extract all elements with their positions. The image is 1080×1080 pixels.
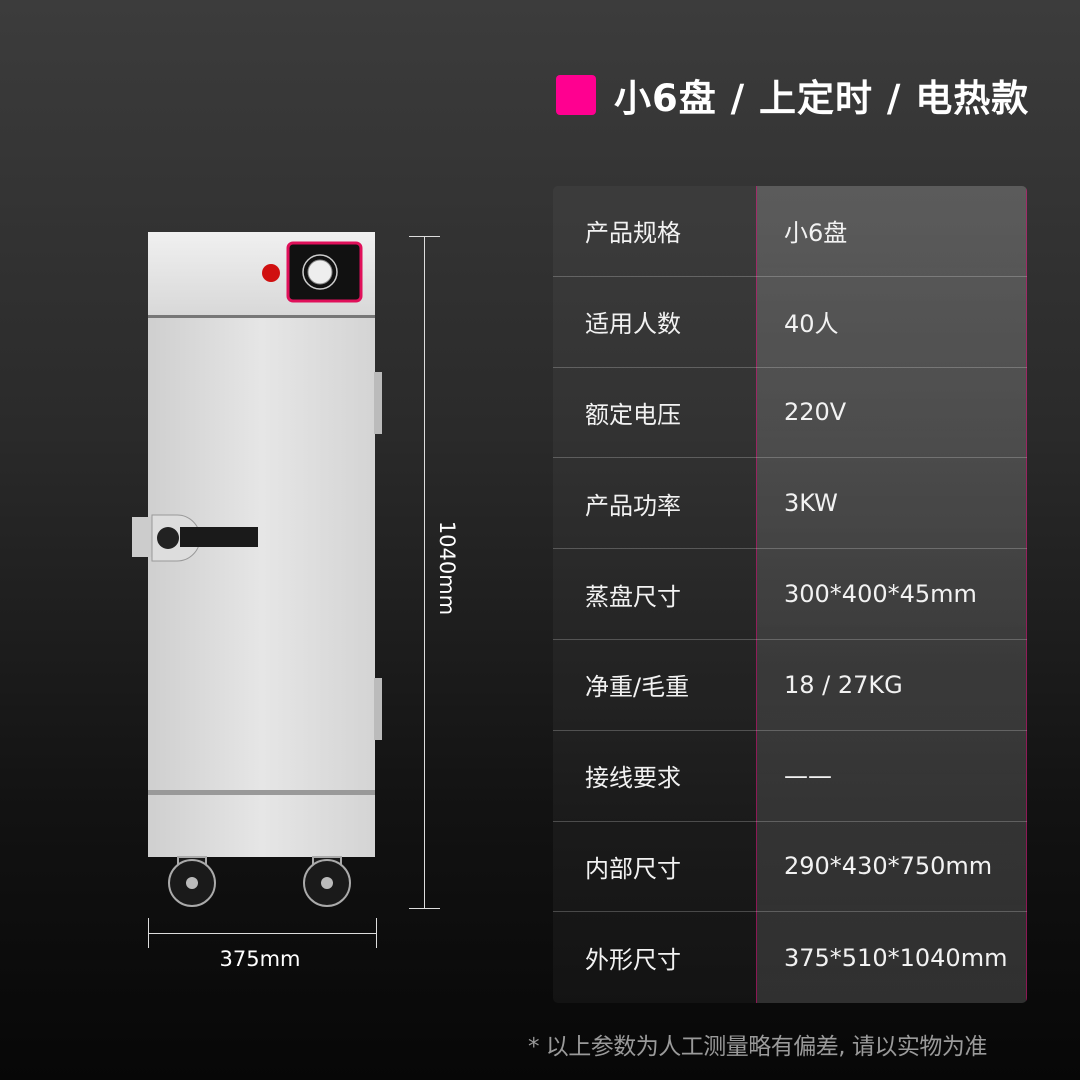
spec-row: 适用人数 40人	[553, 277, 1027, 368]
spec-value: 3KW	[784, 489, 838, 518]
spec-value: ——	[784, 761, 832, 790]
dimension-tick	[409, 908, 440, 909]
spec-row: 外形尺寸 375*510*1040mm	[553, 912, 1027, 1003]
spec-label: 产品功率	[585, 491, 681, 520]
spec-value: 小6盘	[784, 219, 848, 248]
spec-label: 接线要求	[585, 764, 681, 793]
spec-value: 40人	[784, 310, 839, 339]
dimension-tick	[409, 236, 440, 237]
width-dimension-label: 375mm	[219, 947, 301, 971]
spec-label: 适用人数	[585, 310, 681, 339]
spec-row: 产品功率 3KW	[553, 458, 1027, 550]
spec-table: 产品规格 小6盘适用人数 40人额定电压 220V 产品功率 3KW 蒸盘尺寸 300*400…	[553, 186, 1027, 1003]
dimension-tick	[148, 918, 149, 948]
spec-value: 375*510*1040mm	[784, 943, 1008, 972]
spec-value: 18 / 27KG	[784, 670, 903, 699]
spec-label: 内部尺寸	[585, 854, 681, 883]
product-title: 小6盘 / 上定时 / 电热款	[556, 70, 1029, 120]
spec-value: 220V	[784, 398, 847, 427]
height-dimension-label: 1040mm	[435, 520, 459, 616]
spec-row: 净重/毛重 18 / 27KG	[553, 640, 1027, 731]
spec-value: 300*400*45mm	[784, 580, 977, 609]
disclaimer-note: * 以上参数为人工测量略有偏差, 请以实物为准	[528, 1034, 987, 1060]
steamer-cabinet-image	[132, 232, 382, 907]
spec-row: 产品规格 小6盘	[553, 186, 1027, 277]
spec-label: 产品规格	[585, 219, 681, 248]
spec-label: 外形尺寸	[585, 946, 681, 975]
spec-row: 蒸盘尺寸 300*400*45mm	[553, 549, 1027, 640]
title-text: 小6盘 / 上定时 / 电热款	[614, 77, 1030, 120]
spec-label: 蒸盘尺寸	[585, 582, 681, 611]
width-dimension-line	[148, 933, 377, 934]
dimension-tick	[376, 918, 377, 948]
spec-label: 额定电压	[585, 400, 681, 429]
height-dimension-line	[424, 236, 425, 909]
spec-row: 接线要求 ——	[553, 731, 1027, 822]
value-column-bg	[756, 186, 1027, 1003]
spec-label: 净重/毛重	[585, 673, 690, 702]
spec-value: 290*430*750mm	[784, 852, 993, 881]
spec-row: 额定电压 220V	[553, 368, 1027, 459]
spec-row: 内部尺寸 290*430*750mm	[553, 822, 1027, 913]
accent-square-icon	[556, 75, 596, 115]
